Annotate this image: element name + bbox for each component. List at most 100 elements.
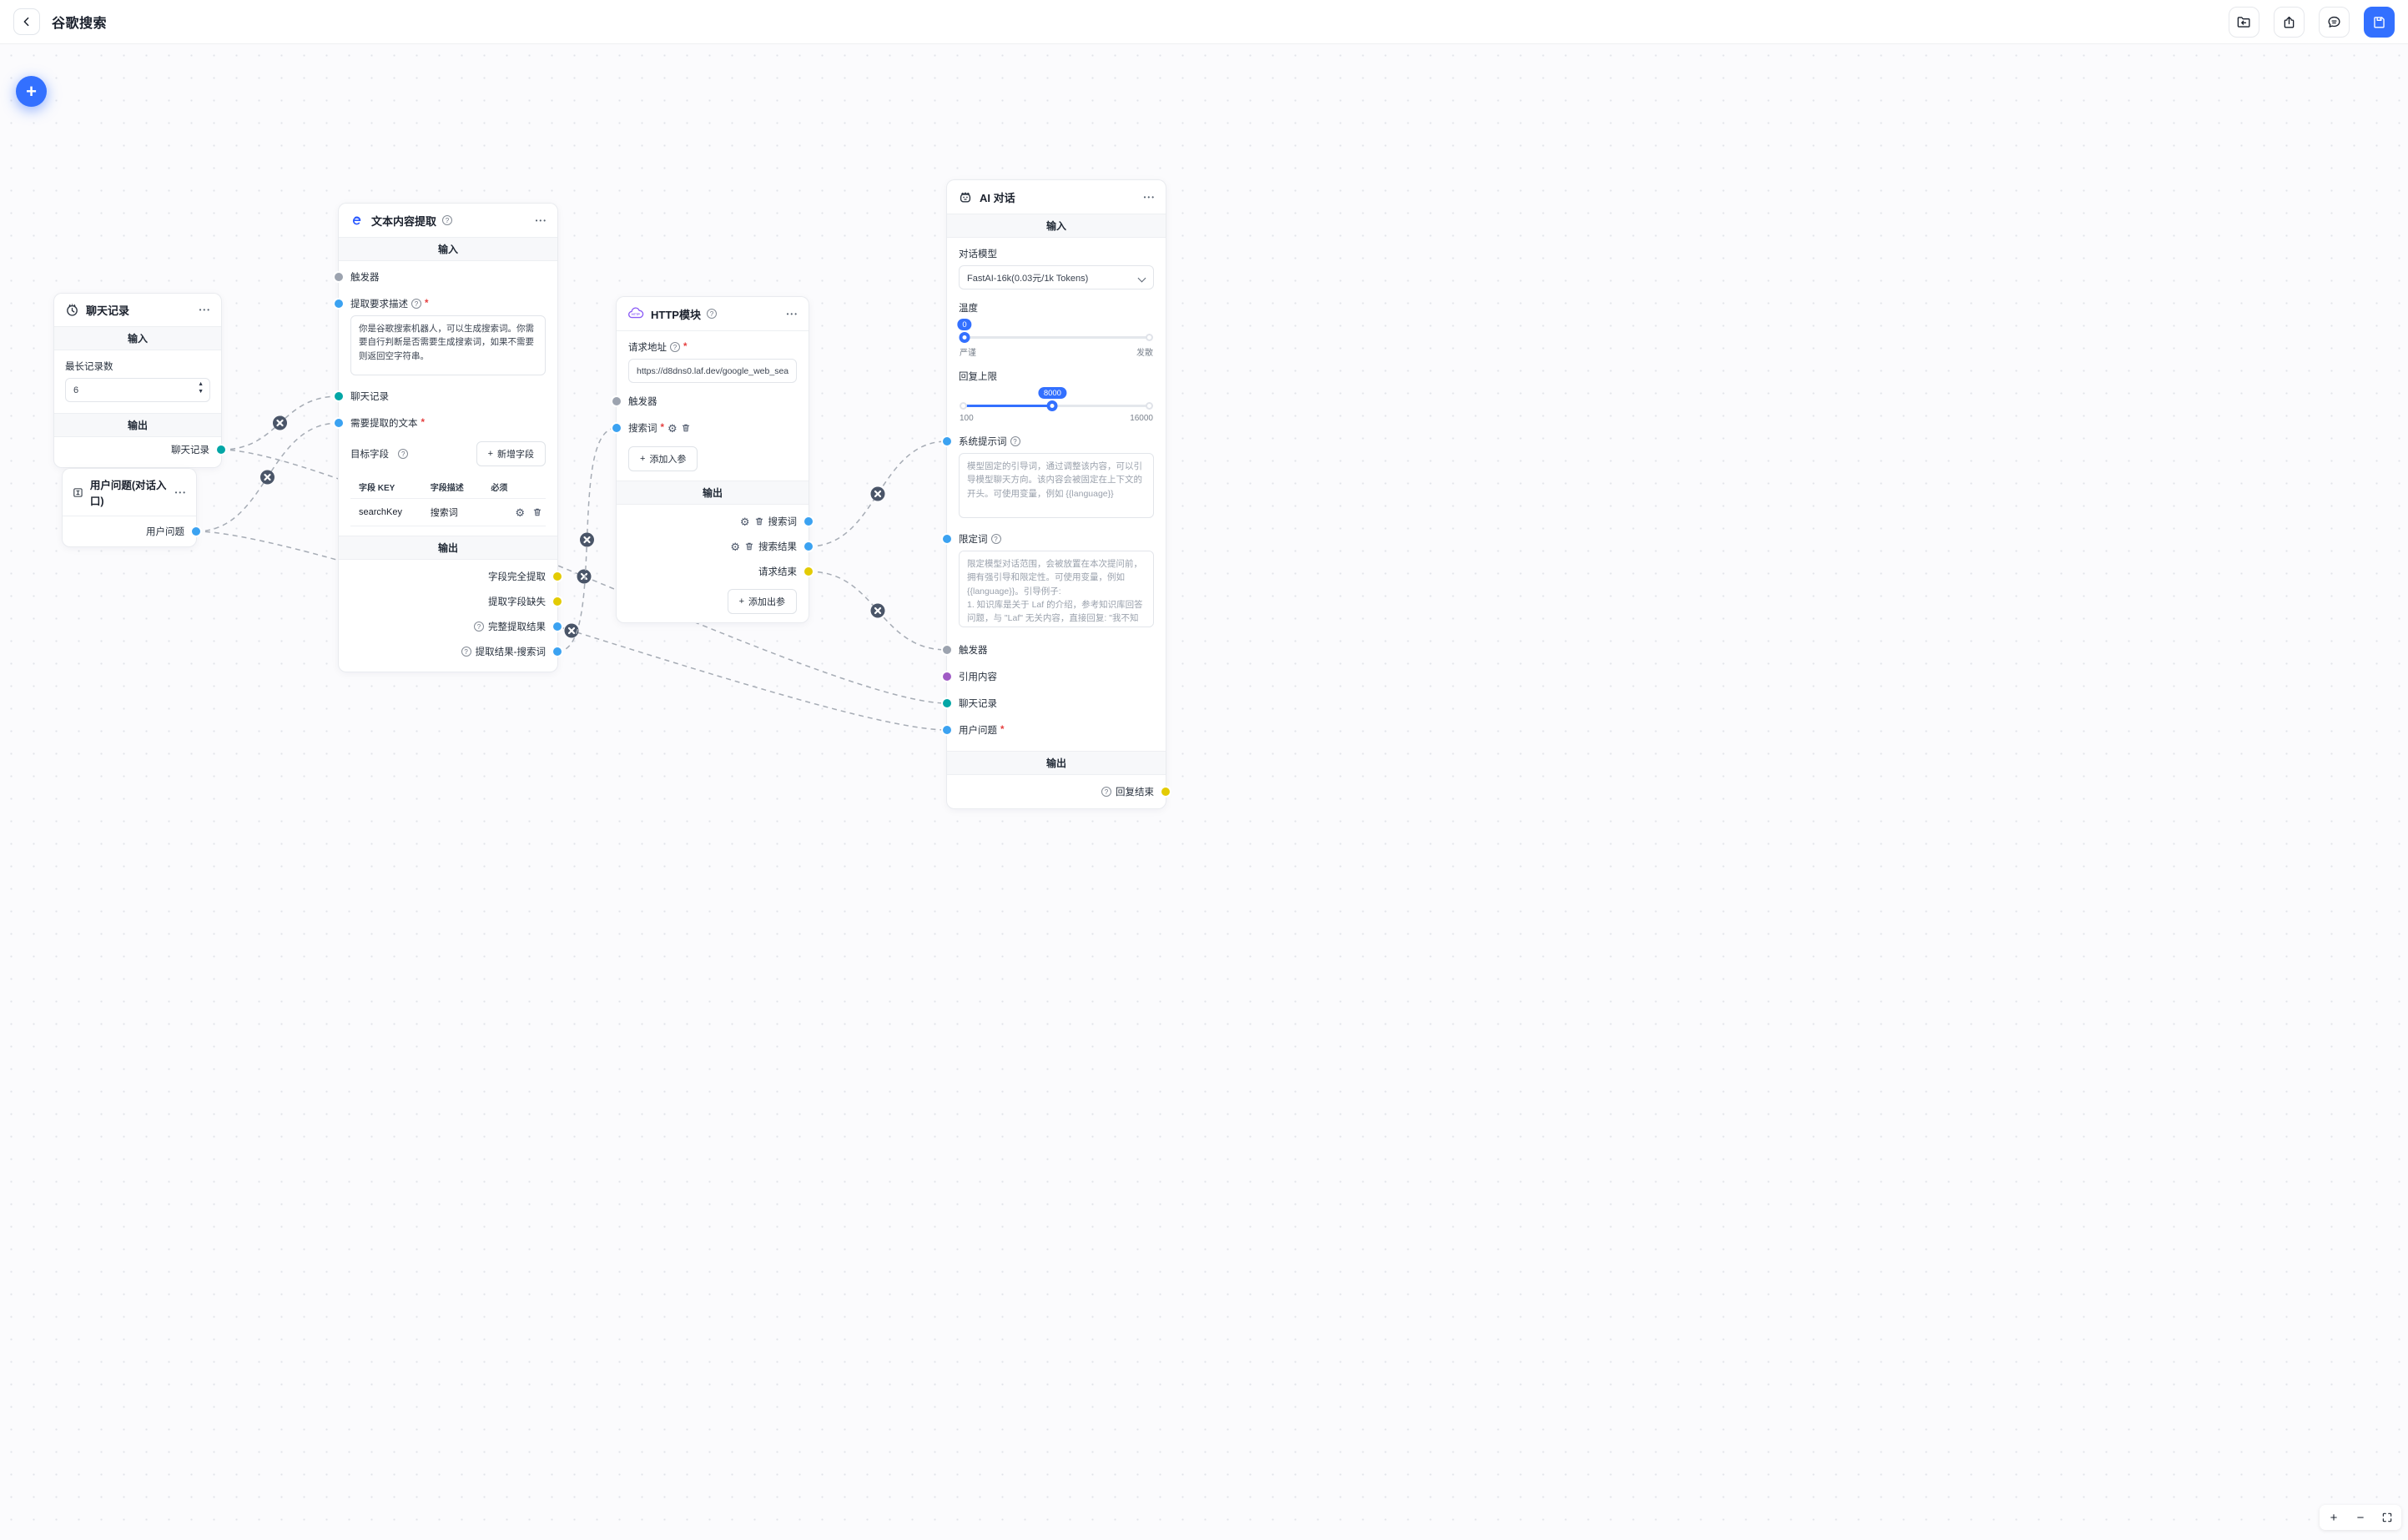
history-label: 聊天记录 — [959, 699, 997, 709]
model-select[interactable]: FastAI-16k(0.03元/1k Tokens) — [959, 265, 1154, 289]
input-port-text[interactable] — [335, 419, 343, 427]
output-port-search-key[interactable] — [553, 647, 562, 656]
add-field-button[interactable]: +新增字段 — [476, 441, 546, 466]
disconnect-edge-button[interactable] — [273, 415, 287, 430]
gear-icon[interactable]: ⚙ — [515, 506, 525, 519]
node-menu-button[interactable]: ••• — [199, 306, 211, 314]
max-tokens-max: 16000 — [1130, 414, 1153, 423]
output-label: 搜索结果 — [758, 542, 797, 552]
output-port-complete[interactable] — [553, 572, 562, 581]
zoom-in-button[interactable]: + — [2330, 1510, 2338, 1525]
input-port-history[interactable] — [335, 392, 343, 400]
save-button[interactable] — [2364, 6, 2395, 38]
add-node-button[interactable]: + — [16, 76, 47, 107]
input-port-question[interactable] — [943, 726, 951, 734]
disconnect-edge-button[interactable] — [870, 486, 885, 501]
output-port-finish[interactable] — [804, 567, 813, 576]
node-chat-history[interactable]: 聊天记录 ••• 输入 最长记录数 ▲ ▼ 输出 聊天记录 — [54, 294, 225, 467]
max-records-input[interactable] — [65, 378, 210, 402]
trash-icon[interactable] — [681, 423, 691, 433]
http-cloud-icon: HTTP — [628, 307, 644, 319]
output-section-header: 输出 — [947, 751, 1166, 775]
max-tokens-slider[interactable]: 8000 — [960, 387, 1153, 411]
input-port-history[interactable] — [943, 699, 951, 707]
help-icon: ? — [670, 342, 680, 352]
trigger-label: 触发器 — [959, 646, 988, 656]
node-http[interactable]: HTTP HTTP模块 ? ••• 请求地址 ?* 触发器 搜索词* ⚙ — [612, 297, 813, 622]
url-input[interactable] — [628, 359, 797, 383]
gear-icon[interactable]: ⚙ — [739, 515, 750, 528]
trash-icon[interactable] — [744, 541, 754, 551]
disconnect-edge-button[interactable] — [260, 470, 275, 485]
temperature-slider-handle[interactable] — [959, 332, 970, 343]
output-port-full-result[interactable] — [553, 622, 562, 631]
input-port-system-prompt[interactable] — [943, 437, 951, 445]
node-menu-button[interactable]: ••• — [174, 488, 187, 496]
disconnect-edge-button[interactable] — [870, 603, 885, 618]
limit-prompt-textarea[interactable] — [959, 551, 1154, 627]
input-port-limit-prompt[interactable] — [943, 535, 951, 543]
output-port-user-question[interactable] — [192, 527, 200, 536]
output-port-search-result[interactable] — [804, 542, 813, 551]
system-prompt-textarea[interactable] — [959, 453, 1154, 518]
quote-label: 引用内容 — [959, 672, 997, 682]
output-section-header: 输出 — [54, 413, 221, 437]
flow-canvas[interactable]: + 聊天记录 ••• 输入 最长记录数 ▲ ▼ 输出 聊天记录 — [0, 44, 2408, 1540]
zoom-controls: + − — [2320, 1505, 2401, 1530]
step-down-icon[interactable]: ▼ — [198, 389, 204, 395]
node-text-extract[interactable]: 文本内容提取 ? ••• 输入 触发器 提取要求描述 ?* 你是谷歌搜索机器人，… — [335, 204, 562, 672]
output-port-search-word[interactable] — [804, 517, 813, 526]
disconnect-edge-button[interactable] — [577, 569, 592, 584]
node-ai-chat[interactable]: AI 对话 ••• 输入 对话模型 FastAI-16k(0.03元/1k To… — [943, 180, 1170, 808]
max-tokens-slider-handle[interactable] — [1046, 400, 1058, 411]
back-button[interactable] — [13, 8, 40, 35]
input-section-header: 输入 — [339, 237, 557, 261]
input-port-search-key[interactable] — [612, 424, 621, 432]
slider-track[interactable] — [960, 336, 1152, 339]
input-port-trigger[interactable] — [612, 397, 621, 405]
output-label: 提取结果-搜索词 — [475, 647, 546, 657]
input-row-trigger: 触发器 — [943, 643, 1154, 657]
fit-view-button[interactable] — [2378, 1508, 2396, 1527]
close-icon — [874, 490, 882, 498]
field-key: searchKey — [359, 507, 402, 517]
gear-icon[interactable]: ⚙ — [730, 540, 740, 553]
output-label: 用户问题 — [146, 527, 184, 537]
output-row-user-question: 用户问题 — [63, 516, 200, 546]
node-user-question[interactable]: 用户问题(对话入口) ••• 用户问题 — [63, 469, 200, 546]
input-port-quote[interactable] — [943, 672, 951, 681]
input-port-trigger[interactable] — [335, 273, 343, 281]
temperature-slider[interactable]: 0 — [957, 319, 1153, 343]
add-output-param-button[interactable]: +添加出参 — [727, 589, 797, 614]
chat-test-button[interactable] — [2319, 6, 2350, 38]
output-port-chat-records[interactable] — [217, 445, 225, 454]
input-port-trigger[interactable] — [943, 646, 951, 654]
export-button[interactable] — [2274, 6, 2305, 38]
input-port-desc[interactable] — [335, 299, 343, 308]
slider-end — [1146, 402, 1153, 410]
output-label: 提取字段缺失 — [488, 597, 546, 607]
node-title: 用户问题(对话入口) — [89, 480, 167, 507]
temperature-label: 温度 — [959, 304, 978, 314]
node-menu-button[interactable]: ••• — [535, 216, 547, 224]
output-port-missing[interactable] — [553, 597, 562, 606]
trash-icon[interactable] — [754, 516, 764, 526]
zoom-out-button[interactable]: − — [2356, 1510, 2365, 1525]
plus-icon: + — [640, 454, 646, 464]
node-menu-button[interactable]: ••• — [1143, 193, 1156, 201]
disconnect-edge-button[interactable] — [564, 623, 579, 638]
gear-icon[interactable]: ⚙ — [667, 421, 678, 435]
step-up-icon[interactable]: ▲ — [198, 381, 204, 387]
output-port-answer-finish[interactable] — [1161, 788, 1170, 796]
node-menu-button[interactable]: ••• — [786, 310, 798, 318]
add-input-param-button[interactable]: +添加入参 — [628, 446, 698, 471]
output-row-search-word: ⚙ 搜索词 — [617, 509, 813, 534]
disconnect-edge-button[interactable] — [580, 532, 594, 547]
text-label: 需要提取的文本 — [350, 419, 418, 429]
plus-icon: + — [487, 449, 493, 459]
folder-import-button[interactable] — [2229, 6, 2259, 38]
trash-icon[interactable] — [532, 507, 542, 517]
output-section-header: 输出 — [617, 481, 809, 505]
extract-desc-textarea[interactable]: 你是谷歌搜索机器人，可以生成搜索词。你需要自行判断是否需要生成搜索词，如果不需要… — [350, 315, 546, 375]
input-row-text: 需要提取的文本* — [335, 416, 546, 430]
